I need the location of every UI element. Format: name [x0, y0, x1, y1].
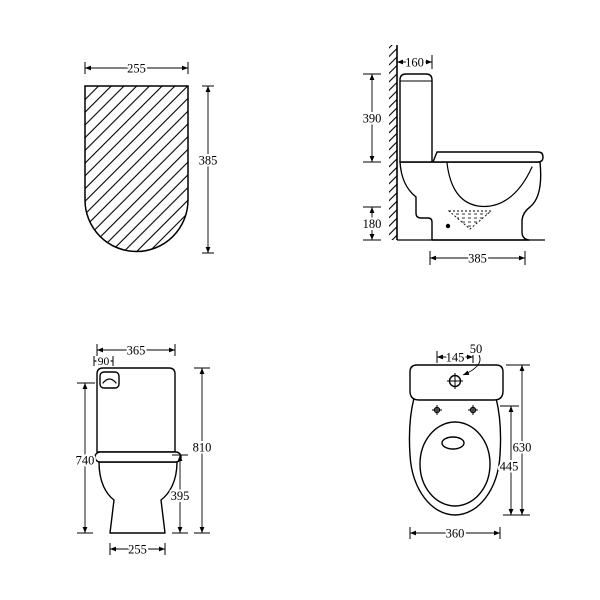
- dimension-label: 360: [446, 527, 465, 541]
- leader-line: [462, 354, 481, 376]
- front-button-offset-dimension: 90: [93, 354, 114, 370]
- side-tank-height-dimension: 390: [361, 73, 383, 163]
- trapway: [447, 210, 493, 230]
- flush-button: [99, 371, 120, 389]
- dimension-label: 365: [127, 344, 146, 358]
- top-view: 145 50 630 445 360: [408, 340, 533, 543]
- footprint-outline: [84, 85, 189, 253]
- front-tank-width-dimension: 365: [96, 342, 176, 360]
- dimension-label: 145: [446, 351, 465, 365]
- top-flush-hole-dimension: 50: [462, 340, 484, 376]
- dimension-label: 160: [405, 56, 424, 70]
- side-outlet-height-dimension: 180: [361, 206, 383, 241]
- front-seat-height-dimension: 740: [74, 382, 96, 534]
- tank-outline: [96, 367, 176, 453]
- dimension-label: 90: [98, 356, 110, 368]
- dimension-label: 50: [470, 342, 483, 356]
- hinge-hole-left: [432, 405, 442, 415]
- seat-opening: [419, 421, 491, 507]
- dimension-label: 255: [128, 543, 147, 557]
- dimension-label: 740: [76, 454, 95, 468]
- hinge-hole-right: [468, 405, 478, 415]
- side-base-depth-dimension: 385: [429, 250, 526, 268]
- side-view: 160 390 180 385: [361, 45, 545, 268]
- bowl-outline: [98, 461, 178, 534]
- dimension-label: 810: [193, 441, 212, 455]
- flush-button-lever: [102, 378, 117, 384]
- dimension-label: 180: [363, 217, 382, 231]
- front-base-width-dimension: 255: [109, 541, 166, 559]
- front-bowl-height-dimension: 395: [169, 454, 191, 534]
- dimension-label: 385: [199, 154, 218, 168]
- side-wall-offset-dimension: 160: [397, 54, 433, 72]
- bowl-outlet-oval: [441, 436, 465, 450]
- tank-outline: [399, 73, 433, 163]
- footprint-view: 255 385: [84, 60, 219, 254]
- wall-hatch: [389, 45, 397, 240]
- dimension-label: 390: [363, 112, 382, 126]
- footprint-depth-dimension: 385: [197, 85, 219, 254]
- front-view: 365 90 740 810 395: [74, 342, 214, 559]
- dimension-label: 630: [513, 441, 532, 455]
- dimension-label: 255: [127, 62, 146, 76]
- fixing-bolt: [445, 223, 451, 229]
- top-overall-depth-dimension: 630: [503, 364, 533, 516]
- dimension-label: 395: [171, 489, 190, 503]
- seat-outline: [432, 151, 544, 163]
- top-bowl-depth-dimension: 445: [498, 405, 520, 515]
- dimension-label: 445: [500, 460, 519, 474]
- seat-outline: [94, 451, 182, 463]
- bowl-inner-line: [446, 162, 533, 208]
- top-bowl-width-dimension: 360: [409, 525, 501, 543]
- front-overall-height-dimension: 810: [191, 367, 213, 534]
- flush-hole: [447, 373, 463, 389]
- footprint-width-dimension: 255: [84, 60, 189, 78]
- dimension-label: 385: [468, 252, 487, 266]
- top-hinge-spacing-dimension: 145: [436, 349, 474, 367]
